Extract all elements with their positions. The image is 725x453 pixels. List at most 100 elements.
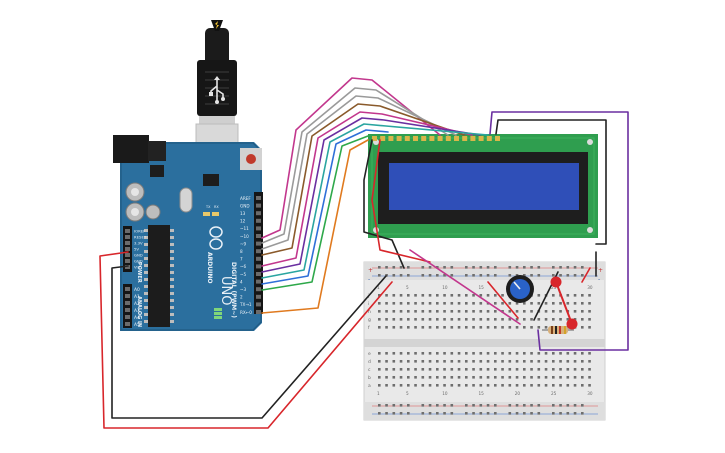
lcd-pin[interactable]: [388, 136, 394, 141]
power-pin-label: GND: [134, 259, 143, 264]
digital-pwm-label: DIGITAL (PWM~): [230, 262, 237, 318]
power-pin[interactable]: [125, 235, 130, 239]
digital-pin[interactable]: [256, 196, 261, 200]
lcd-pin[interactable]: [462, 136, 468, 141]
row-letter: a: [368, 384, 371, 389]
digital-pin[interactable]: [256, 256, 261, 261]
analog-pin[interactable]: [125, 287, 130, 291]
row-letter: i: [368, 301, 369, 307]
wires[interactable]: [99, 77, 629, 429]
breadboard[interactable]: jihgfedcba115510101515202025253030 + - +…: [363, 261, 606, 421]
analog-pin[interactable]: [125, 322, 130, 326]
wire-red-lcd-vdd: [371, 139, 431, 263]
lcd-pin[interactable]: [404, 136, 410, 141]
digital-pin-label: RX←0: [240, 310, 252, 315]
power-pin[interactable]: [125, 241, 130, 245]
column-number: 10: [442, 285, 448, 290]
lcd-pin[interactable]: [495, 136, 500, 141]
digital-pin[interactable]: [256, 226, 261, 231]
lcd-pin[interactable]: [478, 136, 484, 141]
svg-text:RX: RX: [214, 205, 219, 209]
wire-red-pot: [487, 281, 519, 319]
wire-magenta-d12: [261, 77, 441, 239]
wire-black-gnd: [111, 265, 387, 419]
lcd-pin[interactable]: [470, 136, 476, 141]
uno-label: UNO: [218, 276, 233, 305]
wire-red-5v: [99, 251, 393, 429]
resistor[interactable]: [542, 326, 574, 334]
column-number: 15: [479, 391, 485, 396]
power-pin[interactable]: [125, 265, 130, 269]
red-jumper-dots[interactable]: [550, 276, 578, 330]
column-number: 25: [551, 391, 557, 396]
wire-gray-d11: [261, 87, 449, 244]
digital-pin[interactable]: [256, 302, 261, 307]
wire-teal-d5: [261, 123, 489, 279]
digital-pin[interactable]: [256, 287, 261, 292]
lcd-pin[interactable]: [396, 136, 402, 141]
digital-pin-label: ~3: [240, 287, 247, 292]
digital-pin-label: TX→1: [239, 302, 252, 307]
analog-pin[interactable]: [125, 294, 130, 298]
wire-black-lcd-top: [495, 119, 607, 245]
row-letter: f: [368, 325, 370, 331]
power-pin[interactable]: [125, 259, 130, 263]
wire-black-lcd-vss: [363, 139, 405, 269]
digital-pin[interactable]: [256, 211, 261, 216]
digital-pin[interactable]: [256, 264, 261, 269]
power-pin[interactable]: [125, 229, 130, 233]
arduino-uno-board[interactable]: TX RX AREFGND1312~11~10~987~6~54~32TX→1R…: [113, 135, 263, 331]
digital-pin-label: AREF: [240, 196, 251, 201]
digital-pin[interactable]: [256, 241, 261, 246]
digital-pin-label: 8: [240, 249, 243, 254]
column-number: 30: [587, 285, 593, 290]
power-pin[interactable]: [125, 253, 130, 257]
column-number: 30: [587, 391, 593, 396]
lcd-pin[interactable]: [437, 136, 443, 141]
digital-pin[interactable]: [256, 218, 261, 223]
status-leds: TX RX: [203, 205, 219, 216]
lcd-pin[interactable]: [413, 136, 418, 141]
analog-pin-label: A2: [134, 301, 140, 307]
lcd-pin[interactable]: [429, 136, 435, 141]
digital-pin[interactable]: [256, 294, 261, 299]
power-pin-label: RESET: [134, 235, 147, 240]
row-letter: b: [368, 375, 371, 381]
lcd-screen: [389, 163, 579, 210]
analog-pin[interactable]: [125, 301, 130, 305]
power-pin-label: 3.3V: [134, 241, 143, 246]
digital-pin[interactable]: [256, 203, 261, 208]
analog-pin-label: A1: [134, 294, 140, 300]
arduino-logo: [209, 226, 223, 250]
wire-green-d3: [261, 135, 369, 291]
atmega-chip: [148, 225, 170, 327]
analog-pin-label: A4: [134, 315, 140, 321]
digital-pin[interactable]: [256, 279, 261, 284]
analog-pin[interactable]: [125, 315, 130, 319]
digital-pin-label: ~9: [240, 241, 247, 246]
lcd-pin[interactable]: [454, 136, 459, 141]
lcd-pin[interactable]: [372, 136, 377, 141]
digital-pin[interactable]: [256, 234, 261, 238]
digital-pin[interactable]: [256, 310, 261, 314]
lcd-16x2-display[interactable]: [368, 134, 598, 238]
rail-minus-label-right: -: [598, 276, 600, 283]
lcd-pin[interactable]: [486, 136, 492, 141]
digital-pin[interactable]: [256, 249, 261, 254]
power-pin[interactable]: [125, 247, 130, 251]
wire-brown-d9: [261, 103, 465, 256]
row-letter: h: [368, 309, 371, 315]
power-label: POWER: [136, 262, 142, 283]
lcd-pin[interactable]: [445, 136, 451, 141]
potentiometer[interactable]: [506, 275, 534, 303]
digital-pin[interactable]: [256, 272, 261, 276]
lcd-pin[interactable]: [421, 136, 427, 141]
lcd-pin[interactable]: [380, 136, 386, 141]
digital-pin-label: ~10: [240, 234, 249, 239]
analog-pin-label: A3: [134, 308, 140, 314]
analog-pin[interactable]: [125, 308, 130, 312]
digital-pin-label: GND: [240, 203, 250, 208]
power-jack: [113, 135, 149, 163]
wire-purple-lcd-top: [489, 111, 629, 351]
arduino-brand-label: ARDUINO: [206, 252, 213, 283]
